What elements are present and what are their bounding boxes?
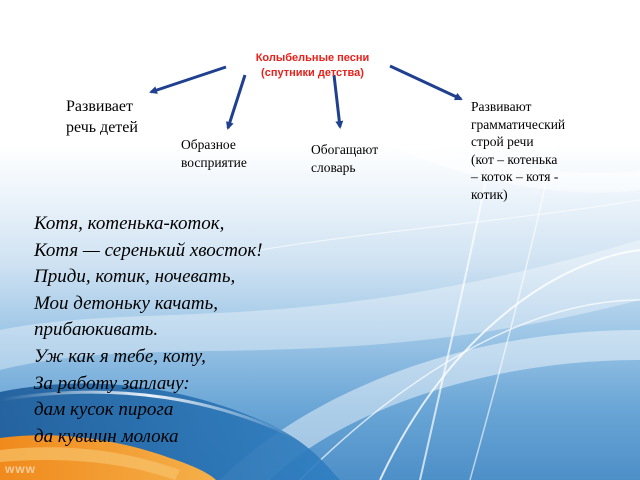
- branch-speech-line-2: речь детей: [66, 119, 138, 136]
- branch-image: Образное восприятие: [181, 136, 247, 172]
- poem-line: Приди, котик, ночевать,: [34, 266, 236, 288]
- branch-grammar-line-6: котик): [471, 186, 508, 202]
- curve-line-5: [259, 199, 640, 251]
- poem-line: Мои детоньку качать,: [34, 292, 219, 314]
- branch-grammar-line-5: – коток – котя -: [471, 169, 559, 184]
- branch-speech: Развивает речь детей: [66, 96, 138, 138]
- arrow-to-speech: [149, 65, 227, 94]
- branch-grammar-line-3: строй речи: [471, 134, 534, 149]
- poem-line: да кувшин молока: [34, 425, 179, 447]
- arrow-to-image: [226, 74, 247, 130]
- arrow-to-vocab: [332, 74, 344, 129]
- branch-speech-line-1: Развивает: [66, 98, 133, 115]
- swoosh-light-2: [220, 330, 640, 480]
- branch-image-line-1: Образное: [181, 137, 236, 152]
- poem-line: За работу заплачу:: [34, 372, 190, 394]
- title-line-1: Колыбельные песни: [255, 52, 370, 64]
- white-glow-line: [0, 390, 301, 442]
- branch-vocab-line-1: Обогащают: [311, 142, 379, 157]
- arrow-to-grammar: [389, 64, 463, 101]
- curve-line-3: [379, 249, 640, 480]
- diagram-title: Колыбельные песни (спутники детства): [230, 51, 395, 81]
- swoosh-light-3: [360, 120, 640, 193]
- watermark: www: [5, 462, 37, 476]
- branch-grammar-line-1: Развивают: [471, 99, 532, 114]
- curve-line-2: [469, 0, 581, 480]
- title-line-2: (спутники детства): [261, 67, 364, 79]
- branch-vocab: Обогащают словарь: [311, 141, 378, 177]
- branch-vocab-line-2: словарь: [311, 160, 356, 175]
- lullaby-poem: Котя, котенька-коток, Котя — серенький х…: [34, 211, 263, 450]
- poem-line: прибаюкивать.: [34, 319, 159, 341]
- branch-image-line-2: восприятие: [181, 155, 247, 170]
- poem-line: Котя, котенька-коток,: [34, 213, 225, 234]
- curve-line-4: [299, 299, 640, 480]
- poem-line: Котя — серенький хвосток!: [34, 239, 263, 261]
- poem-line: дам кусок пирога: [34, 399, 174, 421]
- poem-line: Уж как я тебе, коту,: [34, 345, 206, 367]
- swoosh-light-1: [0, 240, 640, 370]
- branch-grammar-line-4: (кот – котенька: [471, 151, 558, 167]
- orange-highlight: [0, 447, 180, 480]
- branch-grammar: Развивают грамматический строй речи (кот…: [471, 98, 631, 203]
- curve-line-1: [419, 0, 521, 480]
- branch-grammar-line-2: грамматический: [471, 116, 566, 132]
